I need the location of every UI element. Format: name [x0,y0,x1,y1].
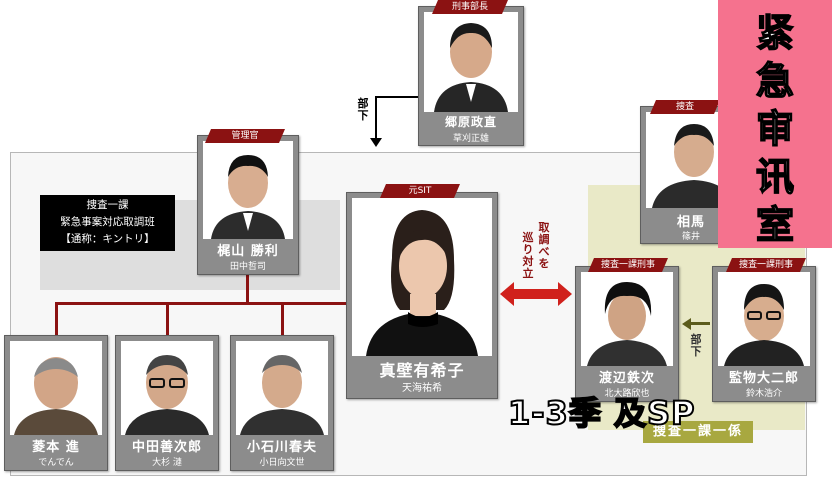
unit-line: 【通称：キントリ】 [60,233,155,245]
kintori-unit-label: 捜査一課 緊急事案対応取調班 【通称：キントリ】 [40,195,175,251]
subordinate-label: 部下 [357,97,369,122]
season-overlay: 1-3季 及SP [507,393,696,433]
portrait [10,341,102,435]
connector [55,302,350,305]
actor-name: 篠井 [681,232,700,242]
role-tag: 元SIT [380,184,460,198]
portrait [203,141,293,239]
person-name: 郷原政直 [444,115,497,129]
actor-name: 鈴木浩介 [745,389,782,399]
title-char: 急 [755,58,795,104]
title-char: 室 [755,202,795,248]
person-name: 小石川春夫 [246,440,317,455]
double-arrow-icon [500,282,572,306]
person-silhouette-icon [240,355,324,435]
card-kenmotsu: 監物大二郎 鈴木浩介 [712,266,816,402]
title-char: 讯 [755,154,795,200]
person-silhouette-icon [652,124,734,208]
person-name: 菱本 進 [32,440,80,455]
unit-line: 捜査一課 [86,199,129,211]
person-name: 梶山 勝利 [217,244,279,259]
person-silhouette-icon [724,284,804,366]
role-tag: 捜査一課刑事 [588,258,668,272]
subordinate-label: 部下 [690,333,702,358]
actor-name: 小日向文世 [259,458,305,468]
card-kajiyama: 梶山 勝利 田中哲司 [197,135,299,275]
actor-name: 草刈正雄 [452,134,489,144]
role-tag: 捜査一課刑事 [726,258,806,272]
person-name: 渡辺鉄次 [598,371,655,386]
connector [166,302,169,336]
actor-name: 天海祐希 [402,383,442,394]
card-nakata: 中田善次郎 大杉 漣 [115,335,219,471]
relation-label: 巡り対立 [522,231,534,280]
card-watanabe: 渡辺鉄次 北大路欣也 [575,266,679,402]
person-silhouette-icon [211,155,285,239]
title-char: 紧 [755,10,795,56]
portrait [424,12,518,112]
first-division-label: 捜査一課一係 [643,421,753,443]
relation-label: 取調べを [538,221,550,270]
unit-line: 緊急事案対応取調班 [60,216,155,228]
card-hishimoto: 菱本 進 でんでん [4,335,108,471]
person-silhouette-icon [587,282,667,366]
person-silhouette-icon [366,210,478,356]
person-silhouette-icon [434,23,508,112]
portrait [581,272,673,366]
role-tag: 捜査 [650,100,720,114]
actor-name: 田中哲司 [229,262,266,272]
role-tag: 管理官 [205,129,285,143]
connector [281,302,284,336]
role-tag: 刑事部長 [432,0,508,14]
card-koishikawa: 小石川春夫 小日向文世 [230,335,334,471]
person-silhouette-icon [14,357,98,435]
connector [375,96,377,140]
title-char: 审 [755,106,795,152]
connector [690,322,710,325]
person-name: 中田善次郎 [131,440,202,455]
card-makabe: 真壁有希子 天海祐希 [346,192,498,399]
title-overlay: 紧 急 审 讯 室 [718,0,832,248]
arrow-down-icon [370,138,382,147]
connector [375,96,421,98]
portrait [236,341,328,435]
person-name: 監物大二郎 [728,371,799,386]
person-name: 相馬 [676,215,705,230]
connector [55,302,58,336]
actor-name: でんでん [38,458,74,468]
person-name: 真壁有希子 [379,361,465,380]
card-goubara: 郷原政直 草刈正雄 [418,6,524,146]
person-silhouette-icon [125,355,209,435]
portrait [718,272,810,366]
arrow-left-icon [682,318,691,330]
actor-name: 北大路欣也 [604,389,650,399]
portrait [121,341,213,435]
connector [246,272,249,304]
portrait [352,198,492,356]
actor-name: 大杉 漣 [152,458,182,468]
